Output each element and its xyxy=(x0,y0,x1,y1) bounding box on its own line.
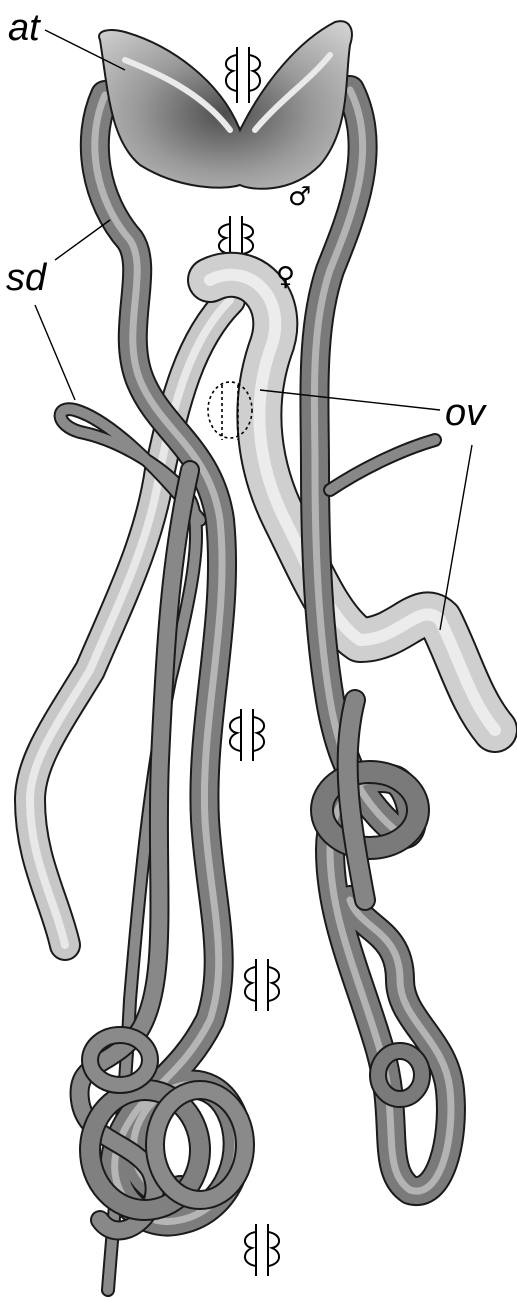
break-symbol-5 xyxy=(245,1224,279,1276)
break-symbol-4 xyxy=(245,959,279,1011)
atrium-organ xyxy=(99,21,352,189)
leader-sd-1 xyxy=(55,220,110,260)
label-ov: ov xyxy=(445,392,487,434)
ovary-tube-center xyxy=(210,275,495,730)
break-symbol-3 xyxy=(230,709,264,761)
female-symbol: ♀ xyxy=(276,262,295,292)
right-branch xyxy=(330,440,435,490)
leader-ov-1 xyxy=(260,390,440,410)
break-symbol-1 xyxy=(226,47,260,103)
leader-sd-2 xyxy=(35,305,75,400)
label-at: at xyxy=(8,7,41,49)
label-sd: sd xyxy=(6,257,48,299)
leader-ov-2 xyxy=(440,445,472,630)
male-symbol: ♂ xyxy=(288,182,311,212)
